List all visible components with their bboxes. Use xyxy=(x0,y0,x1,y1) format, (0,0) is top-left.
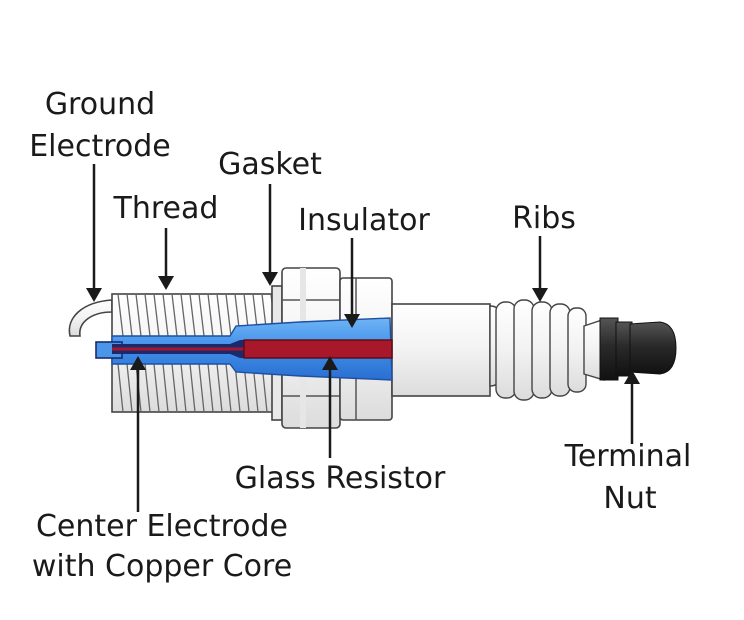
thread-line xyxy=(144,363,151,413)
label-ribs: Ribs xyxy=(512,201,576,236)
label-insulator: Insulator xyxy=(298,203,430,238)
thread-line xyxy=(162,293,169,337)
thread-line xyxy=(126,293,133,337)
thread-line xyxy=(126,363,133,413)
label-center-electrode-line1: Center Electrode xyxy=(36,509,288,544)
ribs xyxy=(489,299,587,401)
thread-line xyxy=(171,363,178,413)
thread-line xyxy=(189,293,196,337)
insulator-body xyxy=(391,303,491,397)
label-terminal-nut-line1: Terminal xyxy=(564,439,692,474)
thread-line xyxy=(135,293,142,337)
thread-line xyxy=(180,363,187,413)
thread-line xyxy=(153,363,160,413)
thread-line xyxy=(225,293,232,337)
thread-line xyxy=(207,363,214,413)
thread-line xyxy=(171,293,178,337)
label-ground-electrode-line2: Electrode xyxy=(29,129,171,164)
thread-line xyxy=(216,363,223,413)
thread-line xyxy=(189,363,196,413)
label-thread: Thread xyxy=(113,191,219,226)
thread-line xyxy=(117,293,124,337)
glass-resistor xyxy=(243,339,393,359)
ground-electrode xyxy=(68,299,113,337)
thread-line xyxy=(180,293,187,337)
thread-line xyxy=(207,293,214,337)
label-center-electrode-line2: with Copper Core xyxy=(32,549,292,584)
thread-line xyxy=(144,293,151,337)
thread-line xyxy=(198,293,205,337)
thread-line xyxy=(153,293,160,337)
label-ground-electrode-line1: Ground xyxy=(45,87,155,122)
label-terminal-nut-line2: Nut xyxy=(603,481,656,516)
label-gasket: Gasket xyxy=(218,147,322,182)
terminal-nut xyxy=(583,317,677,381)
arrows xyxy=(86,164,640,512)
thread-line xyxy=(162,363,169,413)
thread-line xyxy=(198,363,205,413)
label-glass-resistor: Glass Resistor xyxy=(235,461,446,496)
thread-line xyxy=(225,363,232,413)
thread-line xyxy=(216,293,223,337)
thread-line xyxy=(117,363,124,413)
